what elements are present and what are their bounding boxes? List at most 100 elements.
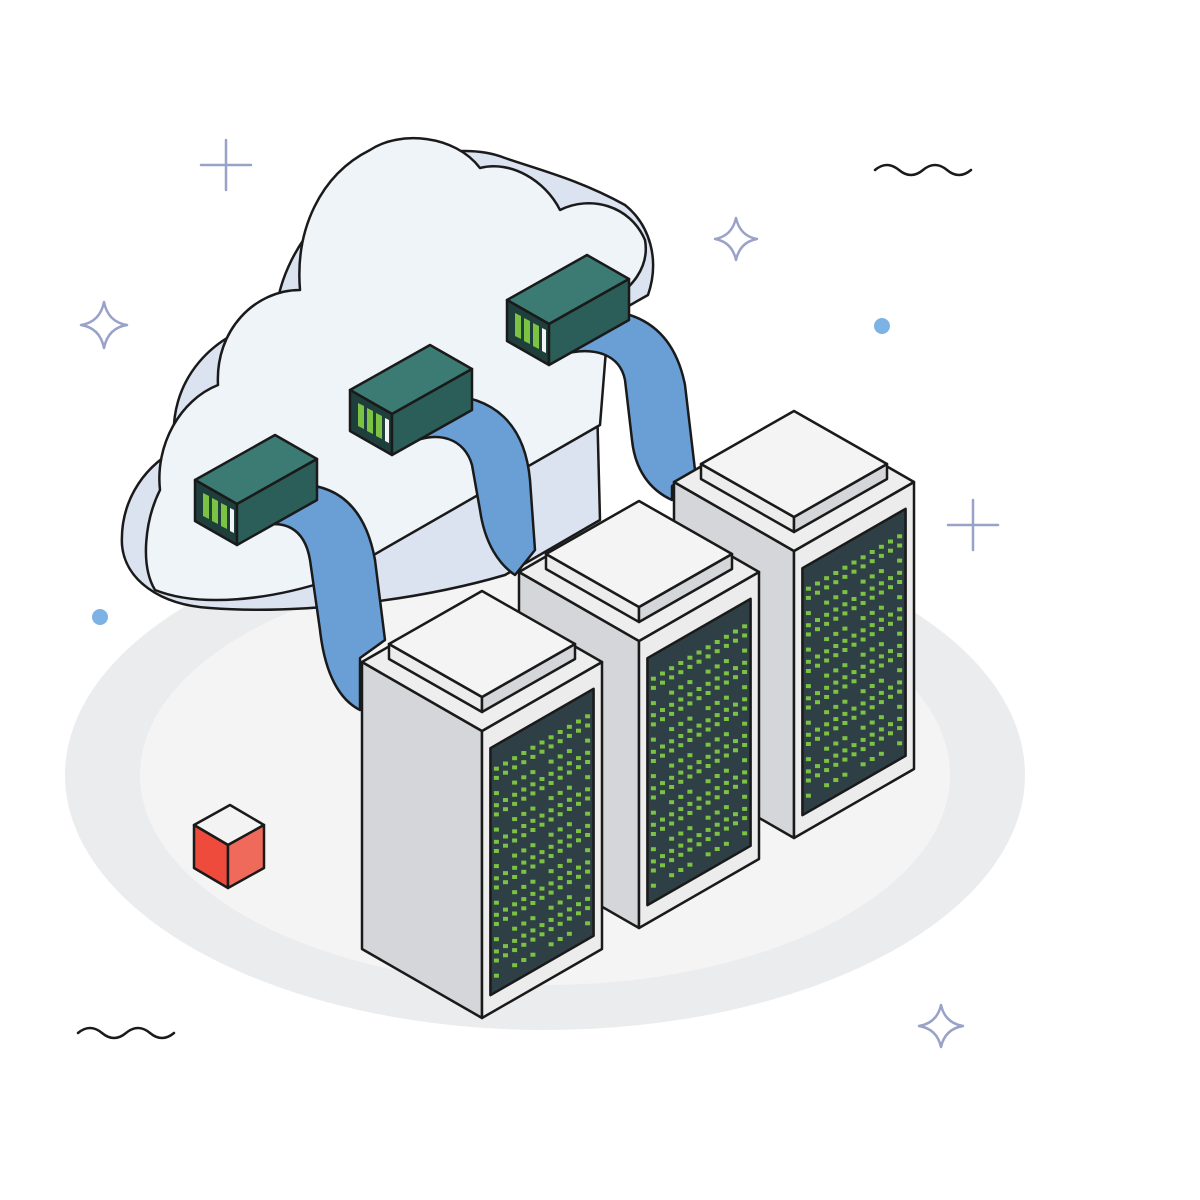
server-led bbox=[557, 790, 563, 795]
server-led bbox=[897, 595, 903, 600]
server-led bbox=[566, 770, 572, 775]
server-led bbox=[557, 839, 563, 844]
server-led bbox=[503, 953, 508, 958]
server-led bbox=[576, 728, 581, 733]
server-led bbox=[557, 937, 563, 941]
server-led bbox=[557, 803, 563, 808]
server-led bbox=[530, 818, 536, 823]
dot-icon bbox=[874, 318, 890, 334]
server-led bbox=[521, 869, 527, 874]
server-led bbox=[742, 806, 748, 811]
server-led bbox=[660, 817, 665, 822]
server-led bbox=[669, 763, 675, 768]
server-led bbox=[557, 876, 563, 881]
server-led bbox=[833, 689, 839, 694]
server-led bbox=[530, 745, 536, 750]
server-led bbox=[548, 781, 554, 785]
server-led bbox=[842, 675, 848, 680]
server-led bbox=[705, 654, 711, 659]
server-led bbox=[678, 831, 684, 836]
server-led bbox=[503, 871, 508, 876]
server-led bbox=[566, 834, 572, 839]
server-led bbox=[530, 754, 536, 759]
server-led bbox=[576, 719, 581, 724]
server-led bbox=[842, 711, 848, 716]
server-led bbox=[512, 801, 518, 806]
connector-side bbox=[235, 457, 319, 547]
plus-sparkle-icon bbox=[199, 138, 253, 192]
server-led bbox=[842, 699, 848, 704]
server-led bbox=[566, 895, 572, 900]
server-led bbox=[650, 759, 656, 763]
server-3 bbox=[672, 409, 916, 840]
server-led bbox=[512, 829, 518, 834]
server-led bbox=[493, 766, 499, 771]
server-led bbox=[869, 595, 875, 600]
server-led bbox=[705, 779, 711, 784]
server-led bbox=[705, 815, 711, 820]
server-led bbox=[888, 576, 893, 581]
server-led bbox=[530, 843, 536, 848]
server-led bbox=[548, 808, 554, 813]
server-led bbox=[805, 705, 811, 710]
server-led bbox=[833, 653, 839, 658]
server-led bbox=[669, 821, 675, 826]
server-led bbox=[650, 722, 656, 727]
server-led bbox=[678, 758, 684, 763]
server-led bbox=[897, 741, 903, 746]
server-led bbox=[815, 663, 820, 668]
server-led bbox=[669, 748, 675, 753]
server-led bbox=[860, 564, 866, 569]
server-led bbox=[714, 713, 720, 718]
server-led bbox=[585, 775, 591, 780]
server-led bbox=[805, 742, 811, 746]
server-led bbox=[860, 652, 866, 657]
server-led bbox=[714, 786, 720, 791]
server-led bbox=[815, 590, 820, 595]
server-led bbox=[696, 833, 702, 838]
server-led bbox=[650, 685, 656, 690]
server-led bbox=[723, 680, 729, 685]
server-led bbox=[576, 865, 581, 870]
server-led bbox=[742, 660, 748, 665]
server-led bbox=[548, 869, 554, 874]
server-led bbox=[650, 786, 656, 791]
server-led bbox=[842, 611, 848, 616]
server-led bbox=[742, 831, 748, 836]
server-led bbox=[503, 880, 508, 885]
server-led bbox=[723, 717, 729, 721]
server-led bbox=[869, 550, 875, 554]
server-led bbox=[888, 621, 893, 626]
server-led bbox=[833, 778, 839, 782]
server-led bbox=[805, 611, 811, 616]
server-led bbox=[851, 743, 857, 748]
server-led bbox=[557, 827, 563, 832]
server-led bbox=[687, 789, 693, 794]
server-led bbox=[576, 792, 581, 797]
server-led bbox=[860, 701, 866, 706]
server-led bbox=[521, 942, 527, 947]
server-led bbox=[557, 912, 563, 917]
server-led bbox=[723, 805, 729, 810]
server-led bbox=[733, 748, 738, 753]
server-led bbox=[530, 952, 536, 957]
server-led bbox=[824, 576, 830, 581]
server-led bbox=[851, 679, 857, 684]
server-led bbox=[678, 685, 684, 690]
server-led bbox=[723, 817, 729, 822]
server-led bbox=[650, 774, 656, 779]
server-led bbox=[512, 948, 518, 953]
server-led bbox=[723, 732, 729, 737]
server-led bbox=[815, 773, 820, 778]
server-led bbox=[576, 838, 581, 843]
server-led bbox=[660, 744, 665, 749]
server-led bbox=[723, 707, 729, 712]
server-led bbox=[557, 848, 563, 853]
server-led bbox=[493, 900, 499, 905]
server-led bbox=[851, 715, 857, 720]
server-led bbox=[512, 838, 518, 843]
server-led bbox=[824, 758, 830, 763]
server-led bbox=[723, 634, 729, 639]
server-led bbox=[687, 753, 693, 758]
server-led bbox=[805, 757, 811, 762]
